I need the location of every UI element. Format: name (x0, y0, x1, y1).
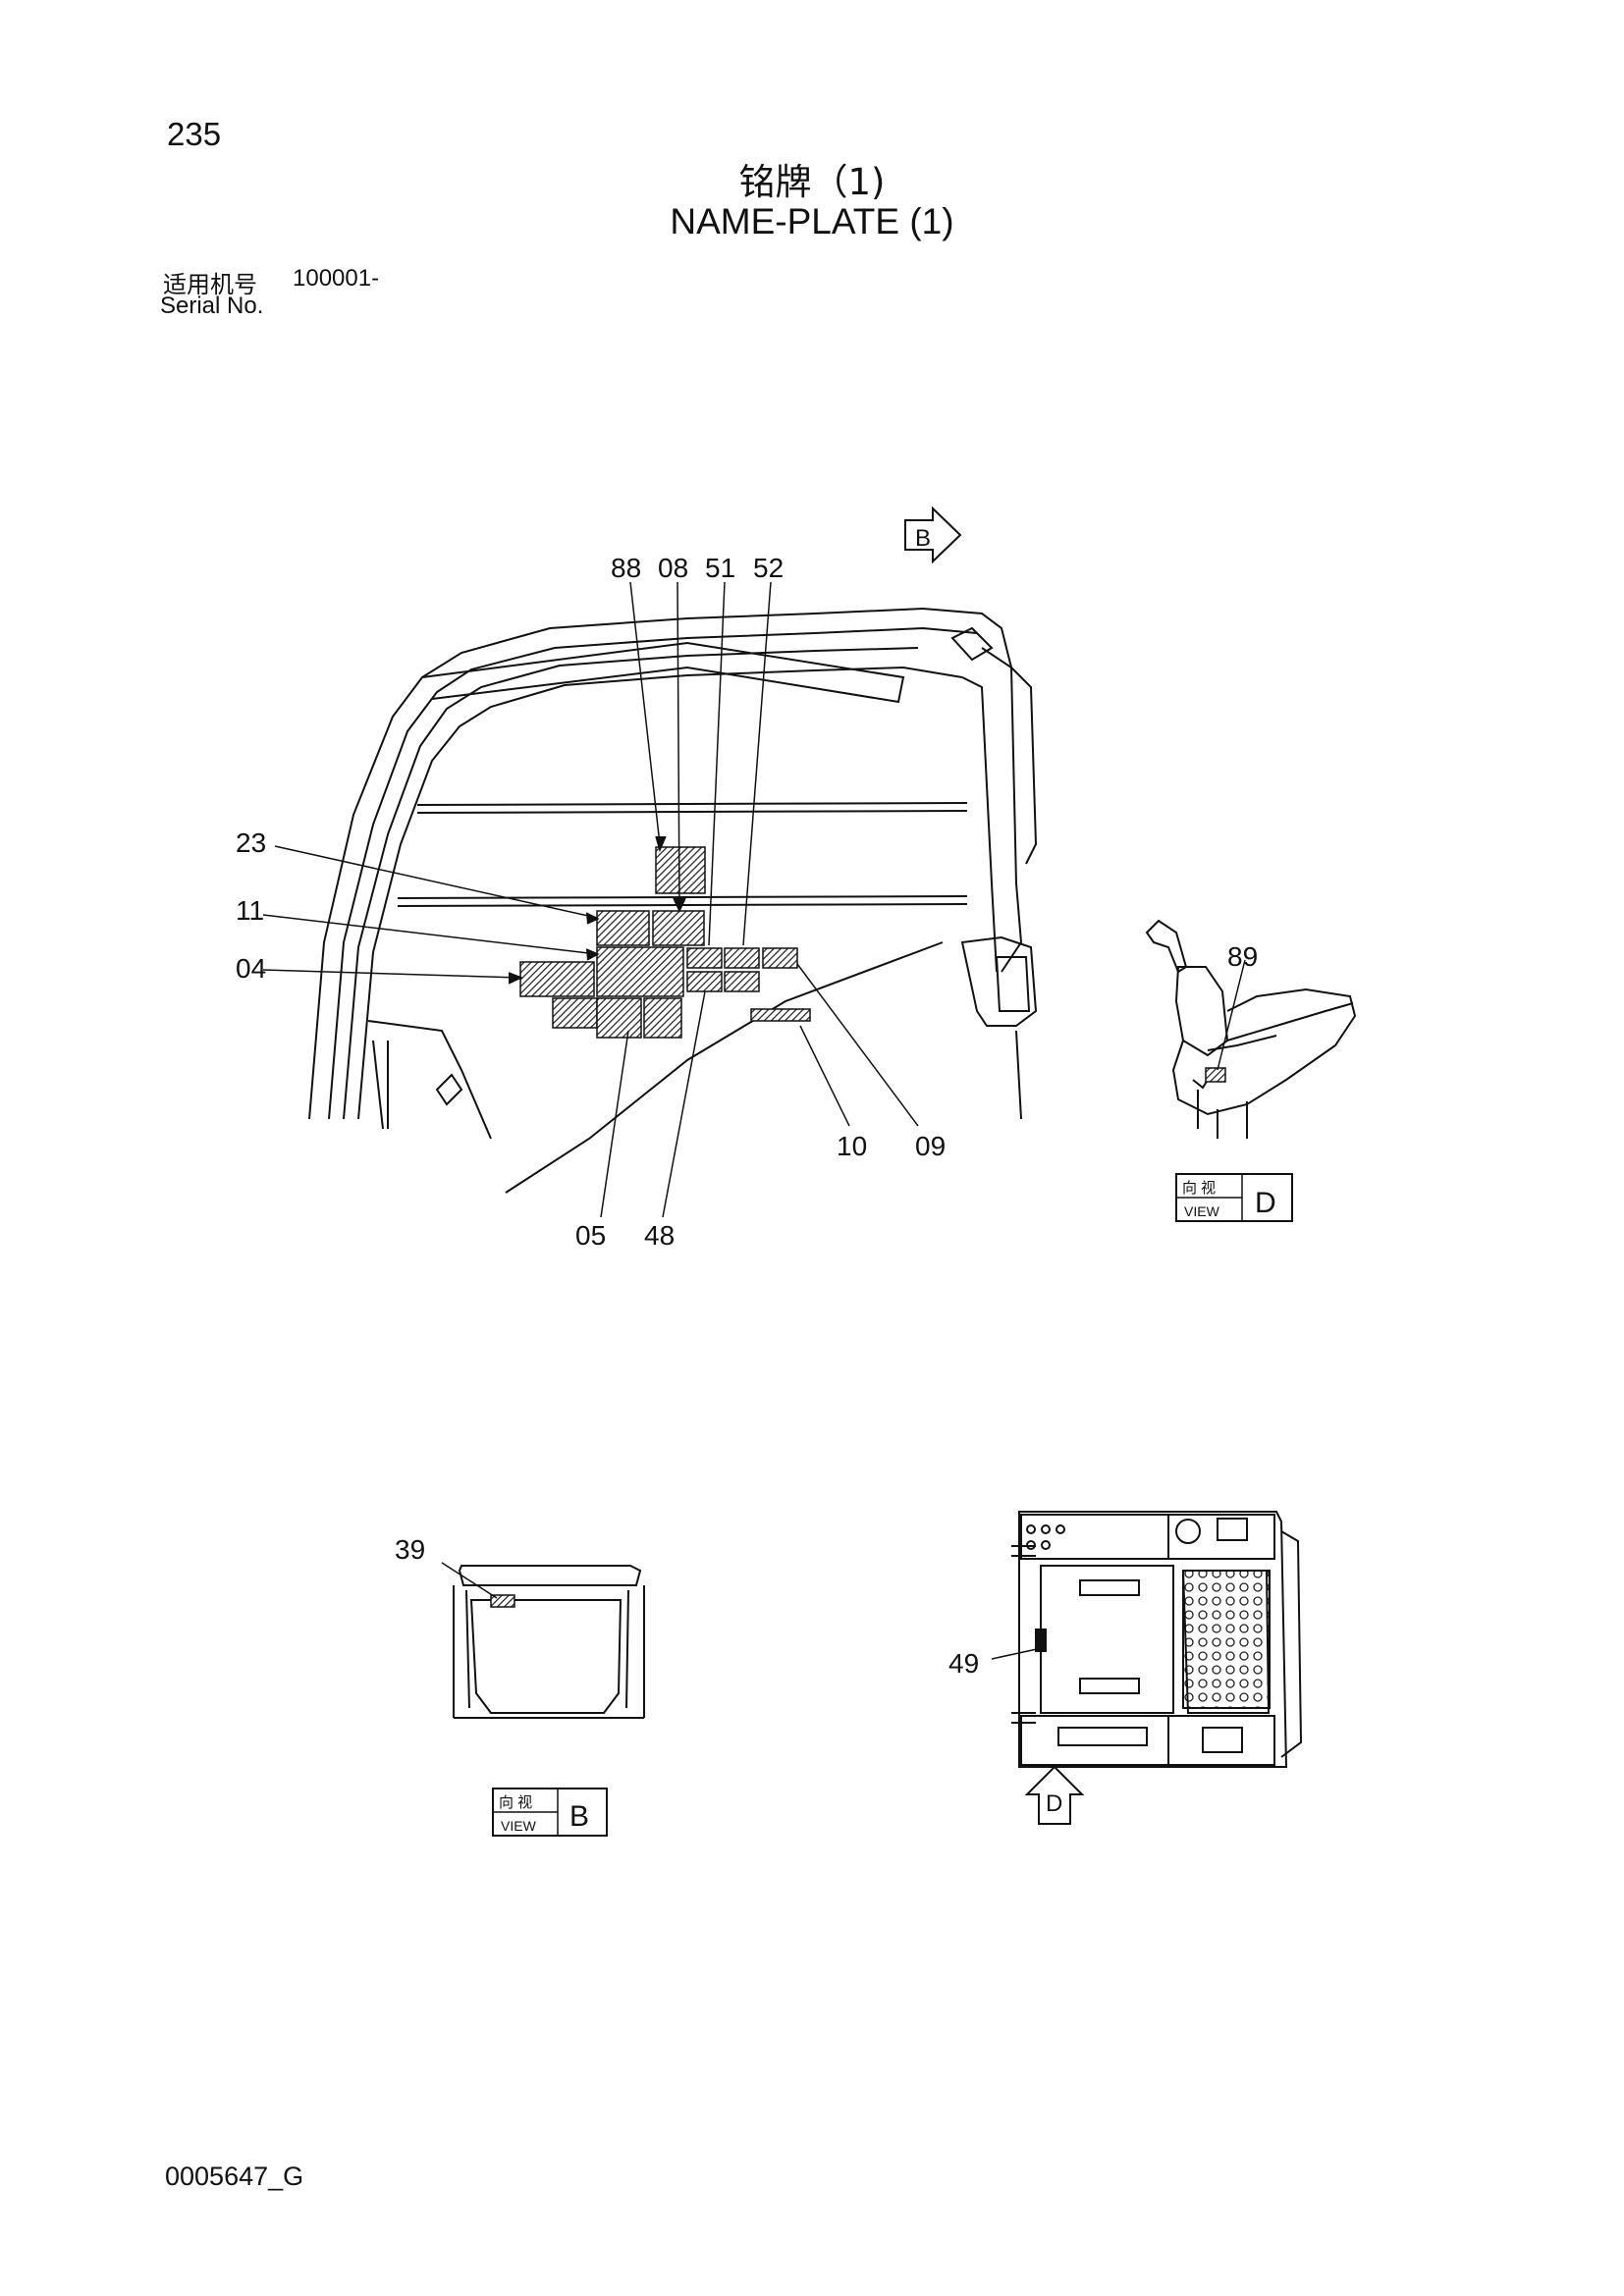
callout-49: 49 (948, 1648, 979, 1679)
page-title-en: NAME-PLATE (1) (670, 201, 954, 241)
callout-10: 10 (837, 1131, 867, 1161)
arrow-d-marker: D (1024, 1765, 1085, 1825)
callout-09: 09 (915, 1131, 946, 1161)
arrow-b-marker: B (904, 506, 962, 564)
view-b-letter: B (569, 1800, 589, 1833)
plate-08 (652, 910, 705, 946)
page-title-cn: 铭牌（1) (738, 161, 886, 203)
plate-88 (655, 846, 706, 894)
view-b-label-box: 向 视 VIEW B (492, 1788, 608, 1837)
serial-value: 100001- (293, 265, 380, 292)
callout-05: 05 (575, 1220, 606, 1251)
plate-05 (596, 997, 642, 1039)
plate-04 (519, 961, 595, 997)
view-b-en: VIEW (501, 1818, 537, 1834)
cab-main-view (308, 607, 1038, 1194)
document-code: 0005647_G (165, 2162, 304, 2191)
plate-51 (686, 947, 723, 969)
plate-05b (643, 997, 682, 1039)
arrow-d-label: D (1046, 1790, 1062, 1817)
callout-52: 52 (753, 553, 784, 583)
callout-48: 48 (644, 1220, 675, 1251)
serial-label-en: Serial No. (160, 293, 264, 319)
plate-48b (724, 971, 760, 992)
plate-48 (686, 971, 723, 992)
view-b-rear (441, 1562, 645, 1719)
page-number: 235 (167, 116, 222, 152)
callout-89: 89 (1227, 941, 1258, 972)
view-d-cn: 向 视 (1182, 1180, 1216, 1197)
view-d-en: VIEW (1184, 1203, 1220, 1219)
callout-88: 88 (611, 553, 641, 583)
callout-11: 11 (236, 895, 264, 926)
callout-08: 08 (658, 553, 688, 583)
name-plate-group (519, 846, 811, 1039)
callout-04: 04 (236, 953, 266, 984)
view-d-letter: D (1255, 1187, 1276, 1219)
cab-top-view (991, 1511, 1303, 1768)
callout-labels-main: 88 08 51 52 23 11 04 10 09 05 48 (236, 553, 946, 1251)
callout-39: 39 (395, 1534, 425, 1565)
plate-10 (750, 1008, 811, 1022)
view-d-console (1145, 919, 1357, 1139)
plate-11 (596, 946, 684, 997)
plate-52 (724, 947, 760, 969)
plate-23 (596, 910, 650, 946)
callout-23: 23 (236, 828, 266, 858)
view-d-label-box: 向 视 VIEW D (1175, 1173, 1293, 1222)
view-b-cn: 向 视 (499, 1794, 532, 1811)
plate-09 (762, 947, 798, 969)
leader-lines (262, 581, 919, 1218)
plate-05a (552, 997, 598, 1029)
callout-51: 51 (705, 553, 735, 583)
arrow-b-label: B (915, 525, 931, 552)
serial-label-cn: 适用机号 (163, 271, 257, 298)
